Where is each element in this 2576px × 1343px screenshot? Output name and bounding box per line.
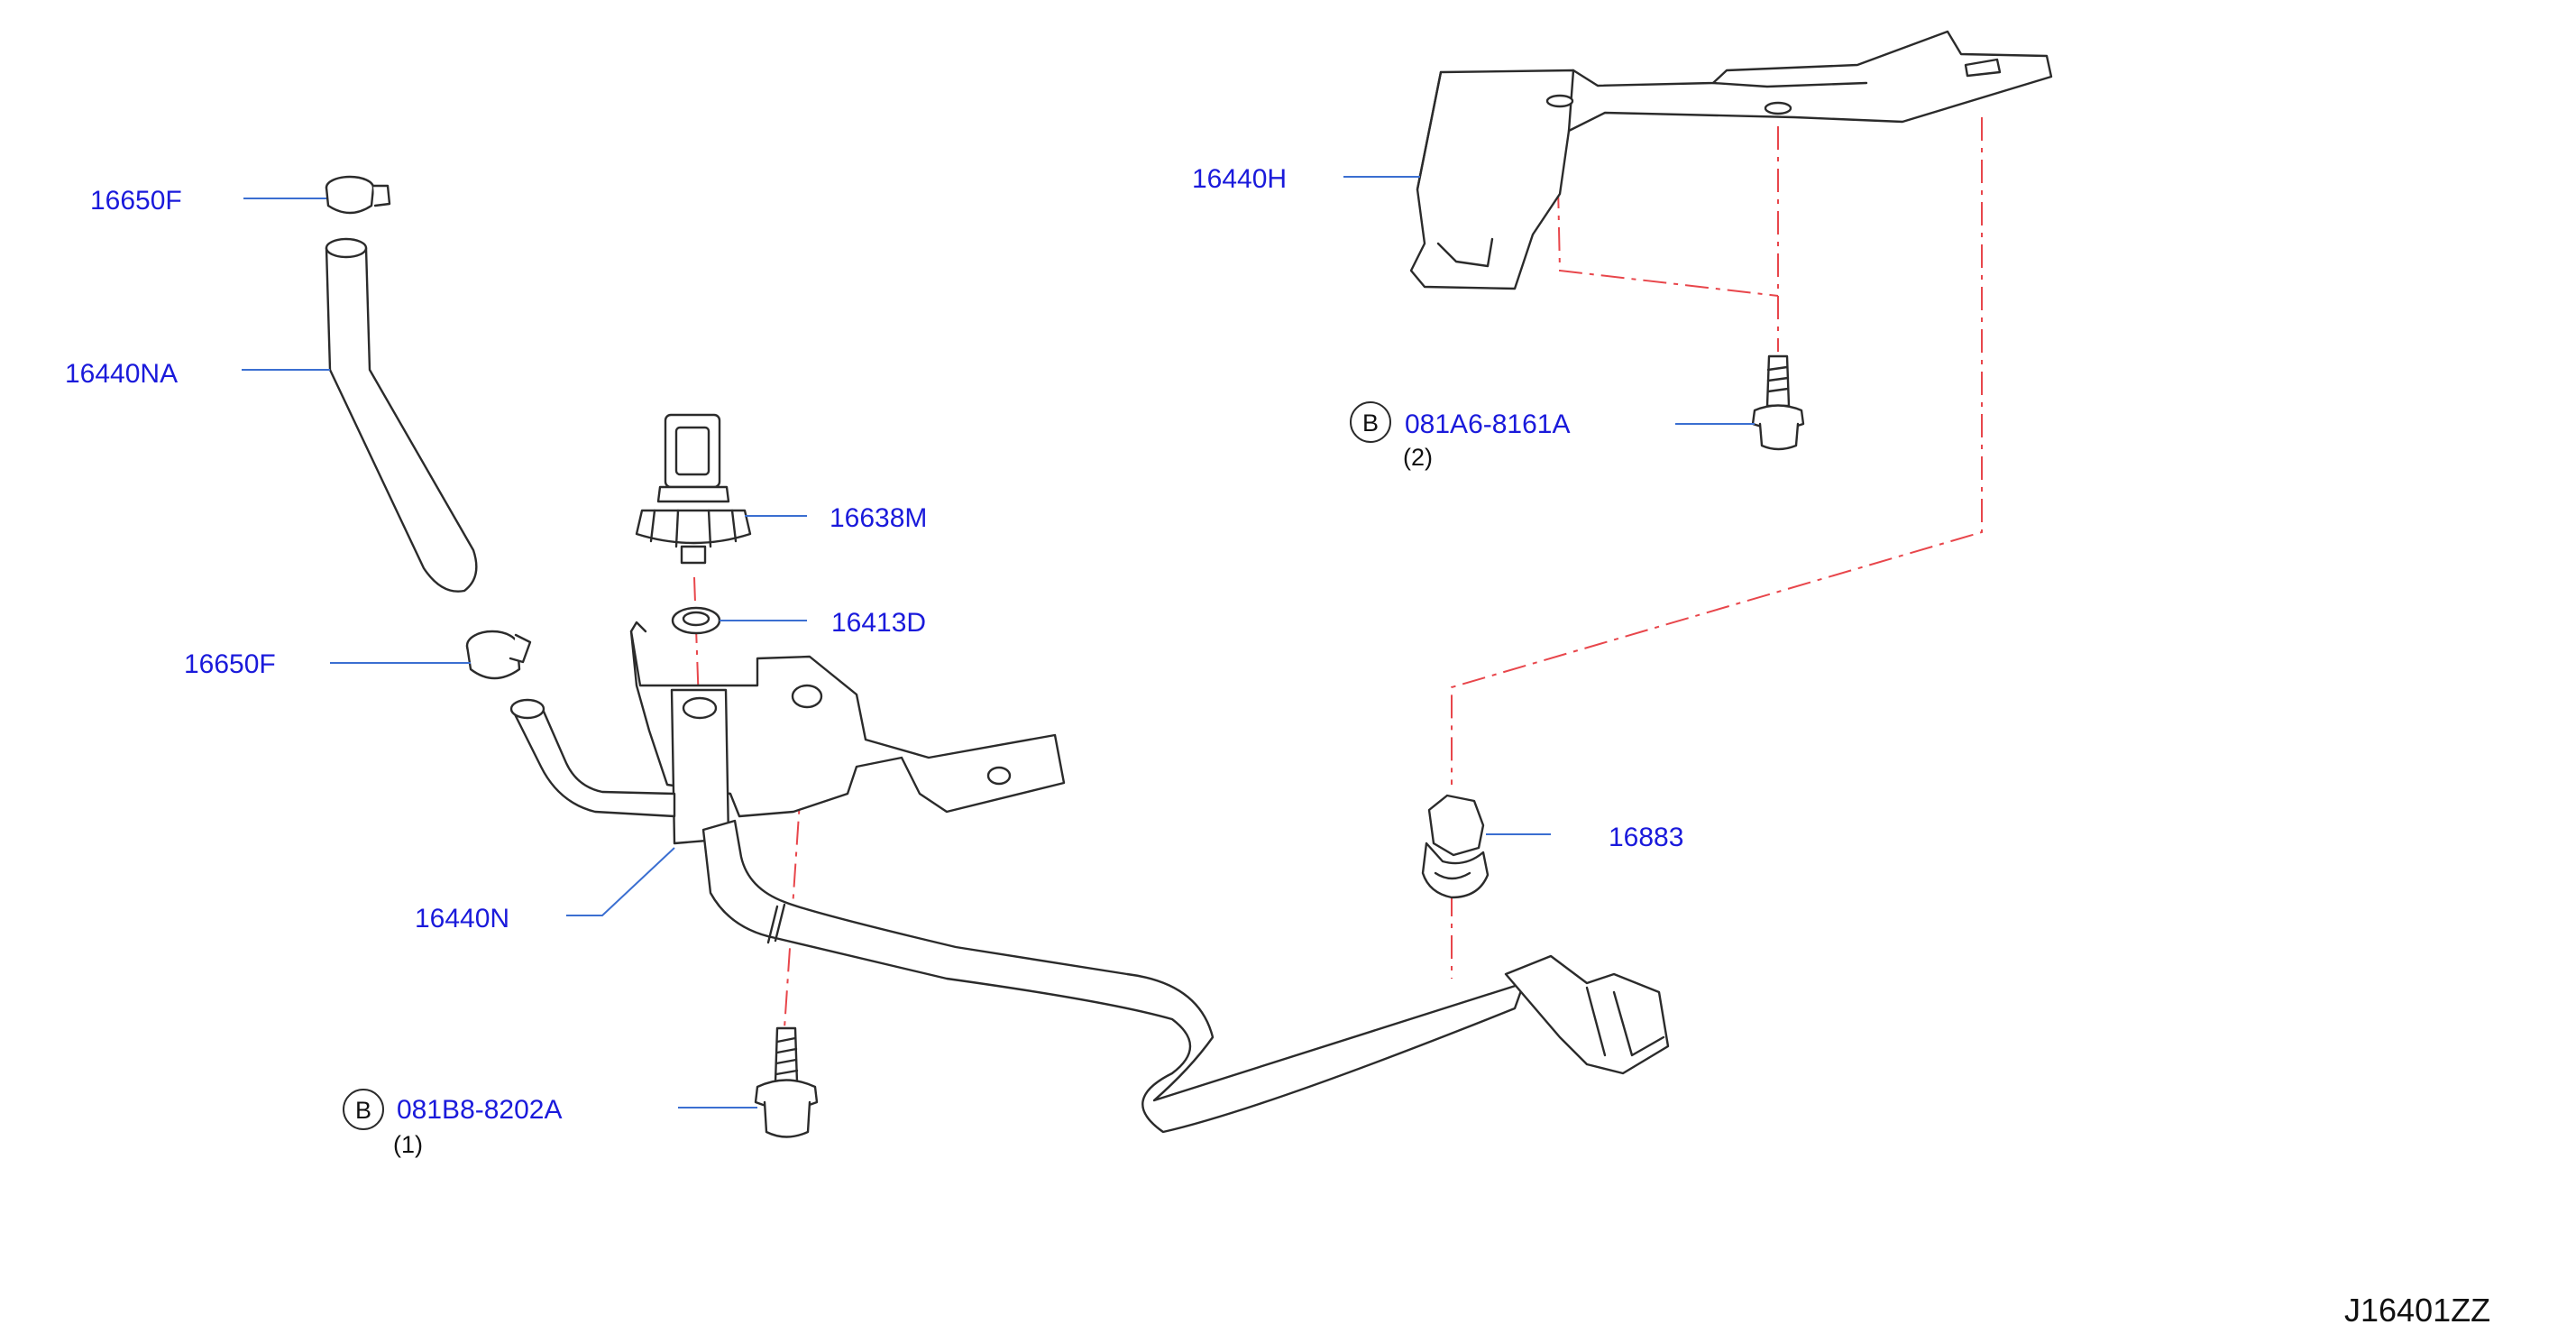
tube-block-port xyxy=(682,696,718,720)
sensor-hex xyxy=(635,509,752,545)
bolt-upper-thread xyxy=(1766,365,1790,393)
clamp-lower-part xyxy=(465,630,532,680)
tube-assembly-part-number: 16440N xyxy=(415,904,509,934)
clip-body xyxy=(1421,842,1490,899)
hose-upper-end xyxy=(325,237,368,259)
tube-assembly-part xyxy=(509,621,1670,1134)
leader-lines xyxy=(242,176,1755,1108)
sensor-collar xyxy=(656,485,730,503)
washer-part-number: 16413D xyxy=(831,608,926,638)
tube-bracket-tab xyxy=(629,621,647,633)
bracket-part xyxy=(1409,30,2053,290)
bolt-lower-callout: B 081B8-8202A (1) xyxy=(343,1089,563,1158)
clamp-top-part xyxy=(325,175,391,215)
diagram-code: J16401ZZ xyxy=(2344,1292,2490,1329)
bracket-hole-left xyxy=(1545,94,1574,108)
clamp-lower-band xyxy=(465,644,521,680)
bolt-upper-part-number: 081A6-8161A xyxy=(1405,409,1571,439)
tube-quick-connector xyxy=(1504,954,1670,1075)
bolt-upper-callout: B 081A6-8161A (2) xyxy=(1350,401,1571,471)
bolt-upper-head xyxy=(1758,422,1800,451)
clip-head xyxy=(1427,794,1485,857)
clamp-top-ear xyxy=(371,184,391,207)
sensor-part xyxy=(635,413,752,565)
bolt-lower-part-number: 081B8-8202A xyxy=(397,1095,563,1125)
hose-upper-part-number: 16440NA xyxy=(65,359,178,389)
bolt-lower-badge-circle xyxy=(343,1089,384,1130)
sensor-mount-center-line xyxy=(693,576,700,704)
bolt-upper-badge: B xyxy=(1362,409,1379,437)
sensor-hex-flats xyxy=(649,509,738,548)
clip-part xyxy=(1421,794,1490,899)
bolt-upper-quantity: (2) xyxy=(1403,444,1433,471)
hose-upper-body xyxy=(325,246,478,593)
tube-main-sleeve-edge xyxy=(774,903,786,943)
bolt-lower-part xyxy=(754,1026,819,1138)
bolt-lower-head xyxy=(763,1100,811,1138)
center-lines xyxy=(693,117,1983,1029)
tube-bracket-hole xyxy=(791,684,823,709)
sensor-part-number: 16638M xyxy=(830,503,927,533)
bolt-lower-quantity: (1) xyxy=(393,1131,423,1158)
clamp-lower-ear xyxy=(509,633,532,664)
hose-upper-part xyxy=(325,237,478,593)
washer-inner xyxy=(682,611,710,627)
tube-assembly-leader xyxy=(566,847,675,916)
tube-main-run xyxy=(701,819,1526,1134)
sensor-thread xyxy=(680,545,707,565)
sensor-connector-socket xyxy=(674,426,710,476)
bracket-foot-detail xyxy=(1436,237,1494,268)
tube-left-pipe-end xyxy=(509,698,545,720)
clip-jaw xyxy=(1434,871,1471,880)
clamp-top-band xyxy=(325,186,375,215)
tube-connector-detail xyxy=(1585,986,1665,1057)
clamp-lower-part-number: 16650F xyxy=(184,649,276,679)
bolt-upper-badge-circle xyxy=(1350,401,1391,443)
clip-route-center-line xyxy=(1451,117,1983,785)
clamp-top-part-number: 16650F xyxy=(90,186,182,216)
bolt-lower-thread xyxy=(775,1036,799,1076)
bracket-body xyxy=(1409,30,2053,290)
bracket-hole-right xyxy=(1764,101,1792,115)
bracket-slot xyxy=(1964,58,2002,78)
labels: 16650F 16440NA 16650F 16638M 16413D 1644… xyxy=(65,164,2490,1329)
tube-main-sleeve xyxy=(766,905,779,944)
bolt-upper-part xyxy=(1751,354,1805,451)
bracket-part-number: 16440H xyxy=(1192,164,1287,194)
bracket-rear-center-line xyxy=(1557,184,1779,297)
tube-bracket-slot xyxy=(986,766,1012,786)
washer-part xyxy=(671,606,721,635)
clip-part-number: 16883 xyxy=(1609,823,1683,852)
bolt-lower-badge: B xyxy=(355,1097,371,1124)
